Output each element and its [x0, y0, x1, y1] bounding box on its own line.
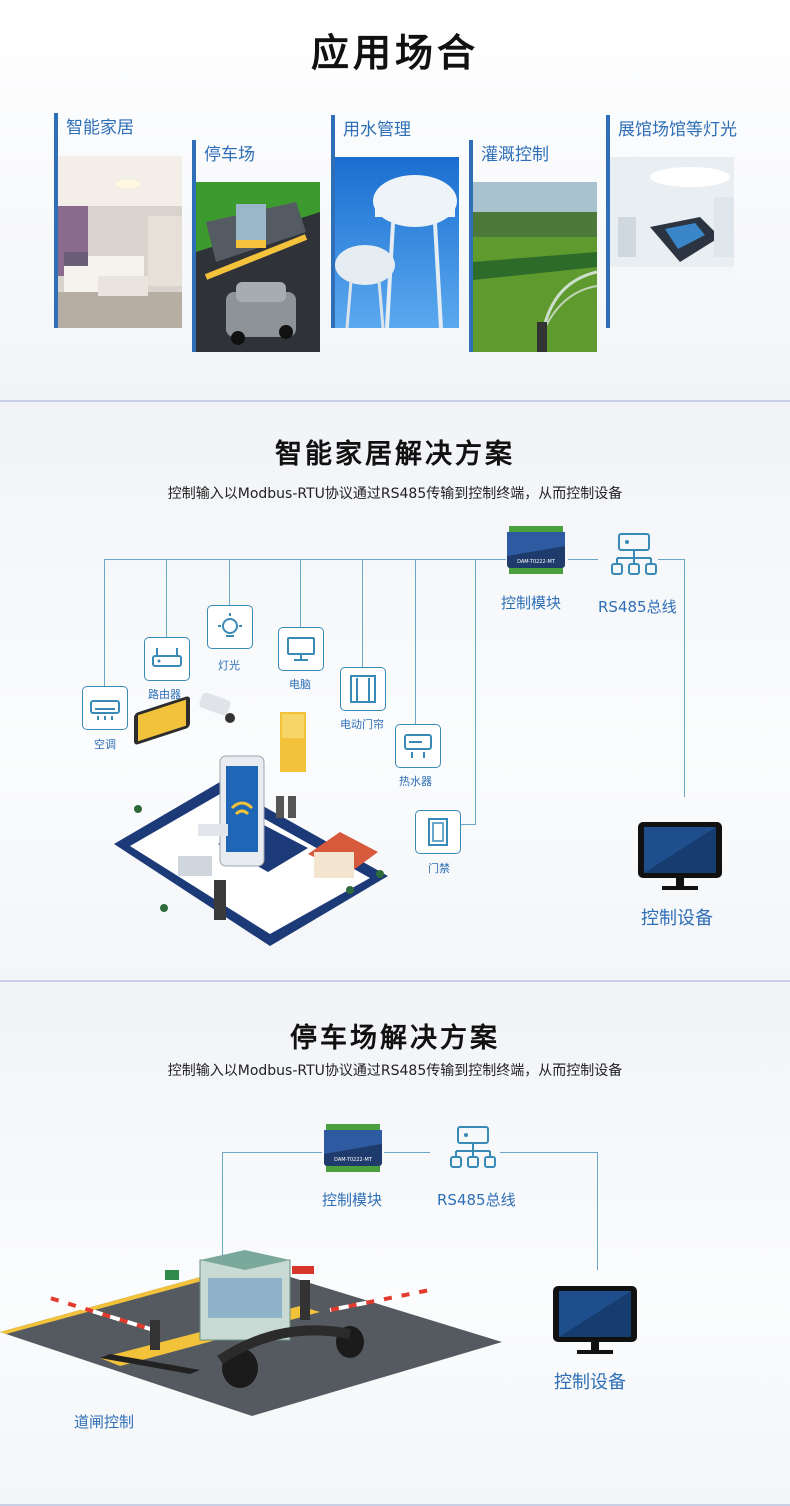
section-title: 应用场合: [310, 31, 479, 75]
scenario-card-water: 用水管理: [331, 115, 461, 328]
scenario-card-smart-home: 智能家居: [54, 113, 184, 328]
gate-control-label: 道闸控制: [74, 1413, 135, 1431]
control-module-label: 控制模块: [322, 1191, 383, 1209]
scenario-card-irrigation: 灌溉控制: [469, 140, 599, 352]
parking-lot-photo: [196, 182, 320, 352]
module-model-text: DAM-T0222-MT: [334, 1157, 373, 1163]
scenario-label: 灌溉控制: [481, 145, 549, 165]
sprinkler-photo: [473, 182, 597, 352]
control-module-icon: DAM-T0222-MT: [322, 1124, 384, 1174]
control-device-label: 控制设备: [641, 908, 713, 929]
exhibition-hall-photo: [610, 157, 734, 328]
smart-home-solution-section: 智能家居解决方案 控制输入以Modbus-RTU协议通过RS485传输到控制终端…: [0, 402, 790, 980]
scenario-label: 停车场: [204, 145, 255, 165]
section-subtitle: 控制输入以Modbus-RTU协议通过RS485传输到控制终端，从而控制设备: [167, 486, 623, 502]
water-tower-photo: [335, 157, 459, 328]
scenario-label: 展馆场馆等灯光: [618, 120, 737, 140]
control-module-icon: DAM-T0222-MT: [505, 526, 567, 576]
device-label-computer: 电脑: [289, 678, 311, 691]
scenario-label: 智能家居: [66, 118, 134, 138]
device-label-router: 路由器: [148, 688, 181, 701]
ac-icon: [82, 686, 128, 730]
door-access-icon: [415, 810, 461, 854]
control-device-label: 控制设备: [554, 1372, 626, 1393]
section-divider: [0, 980, 790, 982]
rs485-bus-label: RS485总线: [437, 1191, 516, 1209]
parking-solution-section: 停车场解决方案 控制输入以Modbus-RTU协议通过RS485传输到控制终端，…: [0, 982, 790, 1506]
section-divider: [0, 1504, 790, 1506]
scenario-card-exhibition: 展馆场馆等灯光: [606, 115, 741, 328]
module-model-text: DAM-T0222-MT: [517, 559, 556, 565]
section-title: 智能家居解决方案: [275, 439, 515, 470]
device-label-door: 门禁: [428, 862, 450, 875]
water-heater-icon: [395, 724, 441, 768]
rs485-bus-icon: [446, 1125, 498, 1171]
application-scenarios-section: 应用场合 智能家居 停车场: [0, 0, 790, 400]
control-module-label: 控制模块: [501, 594, 562, 612]
device-label-heater: 热水器: [399, 775, 432, 788]
device-label-ac: 空调: [94, 738, 116, 751]
device-label-curtain: 电动门帘: [340, 718, 384, 731]
monitor-icon: [551, 1284, 641, 1356]
section-subtitle: 控制输入以Modbus-RTU协议通过RS485传输到控制终端，从而控制设备: [167, 1063, 623, 1079]
device-label-light: 灯光: [218, 659, 240, 672]
monitor-icon: [636, 820, 726, 892]
bedroom-photo: [58, 156, 182, 328]
smart-home-illustration: [108, 684, 418, 949]
scenario-card-parking: 停车场: [192, 140, 322, 352]
router-icon: [144, 637, 190, 681]
parking-gate-illustration: [0, 1250, 505, 1420]
computer-icon: [278, 627, 324, 671]
section-title: 停车场解决方案: [290, 1023, 500, 1054]
curtain-icon: [340, 667, 386, 711]
section-divider: [0, 400, 790, 402]
light-bulb-icon: [207, 605, 253, 649]
rs485-bus-label: RS485总线: [598, 598, 677, 616]
rs485-bus-icon: [607, 532, 659, 578]
scenario-label: 用水管理: [343, 120, 411, 140]
